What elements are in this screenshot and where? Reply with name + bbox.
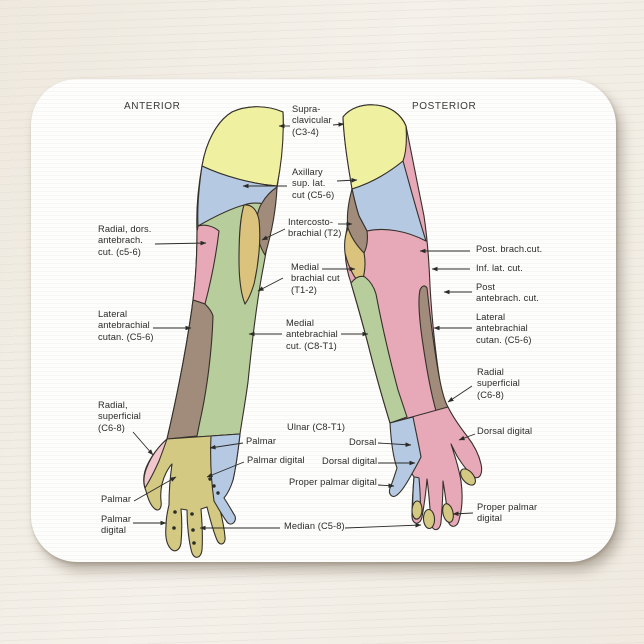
anterior-heading: ANTERIOR xyxy=(124,101,181,112)
label-dorsal-digital-mid: Dorsal digital xyxy=(322,456,378,466)
label-palmar-left: Palmar xyxy=(101,494,132,504)
region-posterior-hand-ulnar-dorsal xyxy=(388,416,422,497)
anterior-arm xyxy=(143,106,284,558)
label-inferior-lateral: Inf. lat. cut. xyxy=(476,263,523,273)
posterior-heading: POSTERIOR xyxy=(412,101,477,112)
label-radial-superficial-left: Radial, superficial (C6-8) xyxy=(98,400,141,433)
arrow-radial-dorsal xyxy=(154,240,207,246)
arrow-radial-superficial-left xyxy=(132,431,154,456)
label-lateral-antebrachial-right: Lateral antebrachial cutan. (C5-6) xyxy=(476,312,532,345)
label-lateral-antebrachial-left: Lateral antebrachial cutan. (C5-6) xyxy=(98,309,154,342)
label-proper-palmar-digital-right: Proper palmar digital xyxy=(477,502,538,524)
label-palmar-mid: Palmar xyxy=(246,436,277,446)
label-posterior-brachial: Post. brach.cut. xyxy=(476,244,543,254)
arrow-proper-palmar-digital-mid xyxy=(377,483,395,488)
arrow-palmar-mid xyxy=(209,442,244,450)
label-intercostobrachial: Intercosto- brachial (T2) xyxy=(288,217,342,239)
label-radial-superficial-right: Radial superficial (C6-8) xyxy=(477,367,520,400)
anterior-hand-dots xyxy=(172,477,220,545)
region-posterior-lateral-antebrachial xyxy=(418,285,449,412)
arrow-palmar-digital-mid xyxy=(206,461,245,478)
posterior-fingertips xyxy=(411,468,476,530)
posterior-arm xyxy=(342,104,483,531)
label-ulnar: Ulnar (C8-T1) xyxy=(287,422,346,432)
label-medial-brachial: Medial brachial cut (T1-2) xyxy=(291,262,340,295)
fingertip-middle xyxy=(422,508,436,530)
annotation-arrows xyxy=(132,122,476,531)
label-radial-dorsal-antebrachial: Radial, dors. antebrach. cut. (c5-6) xyxy=(98,224,152,257)
arrow-supraclavicular-right xyxy=(332,122,345,127)
label-palmar-digital-left: Palmar digital xyxy=(101,514,132,536)
arrow-radial-superficial-right xyxy=(447,385,473,403)
region-anterior-medial-brachial xyxy=(238,204,261,305)
arrow-proper-palmar-digital-right xyxy=(452,511,474,517)
label-medial-antebrachial: Medial antebrachial cut. (C8-T1) xyxy=(286,318,338,351)
region-posterior-medial-antebrachial xyxy=(350,275,408,424)
label-posterior-antebrachial: Post antebrach. cut. xyxy=(476,282,540,304)
region-posterior-supraclavicular xyxy=(342,104,407,190)
region-anterior-lateral-antebrachial xyxy=(166,299,214,440)
label-axillary: Axillary sup. lat. cut (C5-6) xyxy=(292,167,335,200)
label-proper-palmar-digital-mid: Proper palmar digital xyxy=(289,477,377,487)
label-median: Median (C5-8) xyxy=(284,521,345,531)
region-anterior-hand-ulnar xyxy=(210,433,241,525)
label-supraclavicular: Supra- clavicular (C3-4) xyxy=(292,104,332,137)
mousepad xyxy=(31,79,616,562)
label-dorsal: Dorsal xyxy=(349,437,377,447)
arrow-intercostobrachial-left xyxy=(261,228,286,241)
fingertip-ring xyxy=(411,500,423,520)
arrow-axillary-right xyxy=(336,177,358,183)
label-palmar-digital-mid: Palmar digital xyxy=(247,455,305,465)
arrow-medial-brachial-left xyxy=(257,277,284,292)
arrow-median-right xyxy=(344,522,422,529)
arrow-dorsal-digital-right xyxy=(458,433,476,441)
arrow-palmar-left xyxy=(133,476,177,502)
fingertip-thumb xyxy=(460,468,476,486)
region-anterior-radial-superficial-patch xyxy=(143,438,168,489)
region-anterior-axillary xyxy=(197,165,278,227)
label-dorsal-digital-right: Dorsal digital xyxy=(477,426,533,436)
arrow-dorsal xyxy=(377,442,412,447)
